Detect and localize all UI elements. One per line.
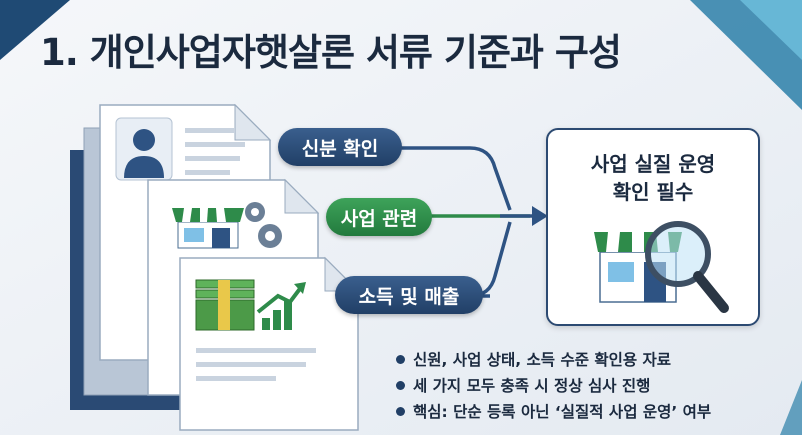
result-line-1: 사업 실질 운영 xyxy=(590,152,716,176)
bullet-item: 신원, 사업 상태, 소득 수준 확인용 자료 xyxy=(396,346,711,372)
income-document xyxy=(179,256,360,431)
bullet-item: 세 가지 모두 충족 시 정상 심사 진행 xyxy=(396,372,711,398)
corner-decoration-bottom xyxy=(780,380,802,435)
store-inspection-illustration xyxy=(594,221,729,313)
gear-icon xyxy=(245,202,282,248)
arrow-head xyxy=(532,206,548,226)
result-box: 사업 실질 운영 확인 필수 xyxy=(546,128,760,326)
label-identity: 신분 확인 xyxy=(278,128,402,166)
label-business: 사업 관련 xyxy=(326,198,432,236)
bullet-text: 핵심: 단순 등록 아닌 ‘실질적 사업 운영’ 여부 xyxy=(413,403,712,421)
growth-chart-icon xyxy=(256,282,306,330)
bullet-dot xyxy=(396,380,405,390)
corner-decoration-left xyxy=(0,0,70,60)
label-income: 소득 및 매출 xyxy=(335,276,483,314)
store-icon xyxy=(172,208,244,249)
bullet-text: 세 가지 모두 충족 시 정상 심사 진행 xyxy=(413,377,651,395)
corner-decoration-right-light xyxy=(740,0,802,60)
result-line-2: 확인 필수 xyxy=(612,180,694,204)
magnifier-icon xyxy=(645,221,729,313)
bullet-dot xyxy=(396,406,405,416)
person-icon xyxy=(115,117,173,181)
bullet-text: 신원, 사업 상태, 소득 수준 확인용 자료 xyxy=(413,351,672,369)
cash-icon xyxy=(195,279,255,331)
bullet-dot xyxy=(396,354,405,364)
bullet-item: 핵심: 단순 등록 아닌 ‘실질적 사업 운영’ 여부 xyxy=(396,398,711,424)
bullet-list: 신원, 사업 상태, 소득 수준 확인용 자료 세 가지 모두 충족 시 정상 … xyxy=(396,346,711,424)
page-title: 1. 개인사업자햇살론 서류 기준과 구성 xyxy=(40,31,622,74)
